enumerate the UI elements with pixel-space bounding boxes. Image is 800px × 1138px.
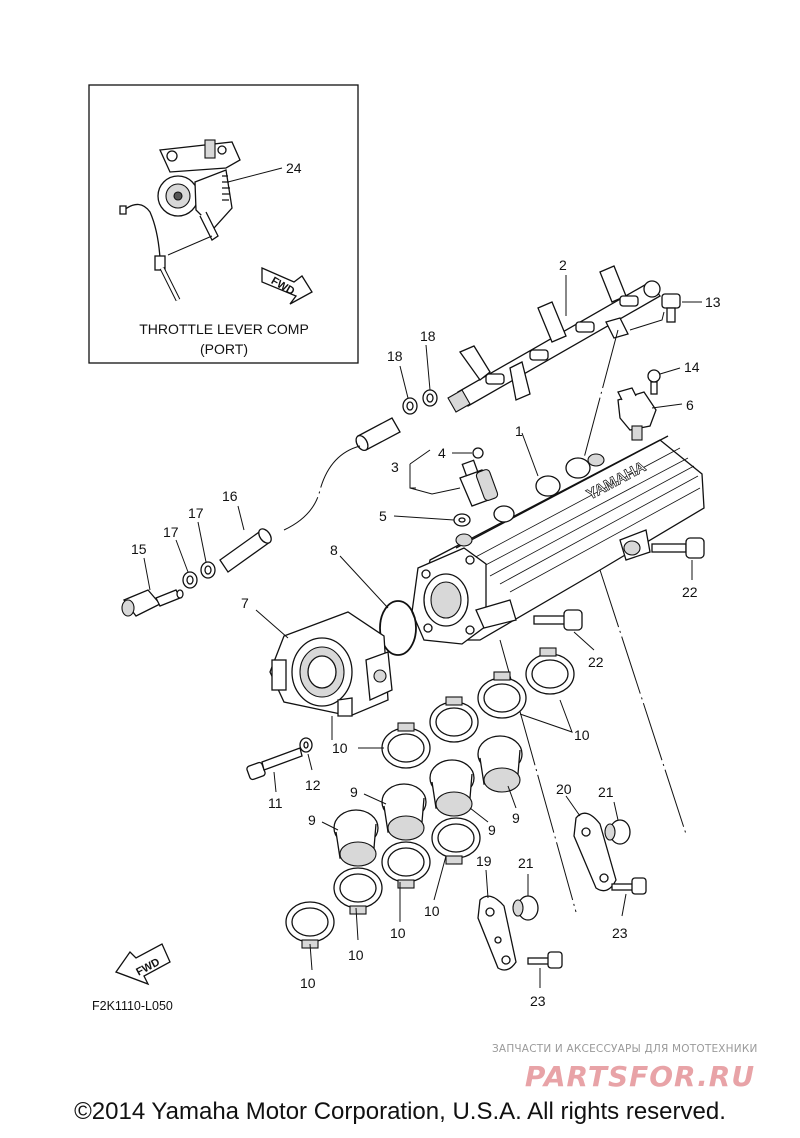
clamps-18 <box>402 389 438 415</box>
throttle-lever-drawing <box>119 139 241 302</box>
hose-upper <box>355 417 401 452</box>
callout-8: 8 <box>330 542 338 558</box>
callout-23b: 23 <box>530 993 546 1009</box>
bracket-19 <box>477 895 517 971</box>
callout-9a: 9 <box>512 810 520 826</box>
callout-10b: 10 <box>332 740 348 756</box>
hose-16 <box>219 528 272 573</box>
callout-4: 4 <box>438 445 446 461</box>
throttle-body-drawing <box>269 611 393 717</box>
callout-19: 19 <box>476 853 492 869</box>
bolt-23-lower <box>527 951 563 969</box>
copyright-footer: ©2014 Yamaha Motor Corporation, U.S.A. A… <box>74 1098 726 1125</box>
callout-21b: 21 <box>518 855 534 871</box>
bolt-13 <box>661 293 681 323</box>
callout-17a: 17 <box>163 524 179 540</box>
svg-text:PARTSFOR.RU: PARTSFOR.RU <box>525 1060 755 1093</box>
fuel-rail-drawing <box>447 265 661 413</box>
fwd-label-inset: FWD <box>269 275 297 298</box>
callout-2: 2 <box>559 257 567 273</box>
fwd-arrow: FWD <box>114 943 171 986</box>
inset-title: THROTTLE LEVER COMP <box>139 321 309 337</box>
clamp-rings-10 <box>285 647 575 949</box>
bolt-11 <box>246 747 303 781</box>
callout-13: 13 <box>705 294 721 310</box>
joints-9 <box>333 735 523 867</box>
callout-5: 5 <box>379 508 387 524</box>
diagram-code: F2K1110-L050 <box>92 999 173 1013</box>
callout-21a: 21 <box>598 784 614 800</box>
bracket-20 <box>573 812 617 892</box>
watermark-brand-right: .RU <box>697 1060 755 1093</box>
callout-22b: 22 <box>588 654 604 670</box>
callout-9c: 9 <box>350 784 358 800</box>
bolt-22-lower <box>533 609 583 631</box>
callout-15: 15 <box>131 541 147 557</box>
callout-24: 24 <box>286 160 302 176</box>
callout-18b: 18 <box>420 328 436 344</box>
callout-10a: 10 <box>574 727 590 743</box>
callout-9d: 9 <box>308 812 316 828</box>
grommet-21-upper <box>604 819 631 845</box>
o-ring-4 <box>472 447 484 459</box>
bolt-23-upper <box>611 877 647 895</box>
callout-23a: 23 <box>612 925 628 941</box>
washer-12 <box>299 737 313 753</box>
callout-10c: 10 <box>424 903 440 919</box>
callout-10d: 10 <box>390 925 406 941</box>
watermark-brand-left: PARTS <box>525 1060 629 1093</box>
inset-subtitle: (PORT) <box>200 341 248 357</box>
callout-20: 20 <box>556 781 572 797</box>
fitting-15 <box>121 589 184 617</box>
bolt-22-upper <box>651 537 705 559</box>
callout-11: 11 <box>268 795 283 811</box>
callout-12: 12 <box>305 777 321 793</box>
watermark-caption: ЗАПЧАСТИ И АКСЕССУАРЫ ДЛЯ МОТОТЕХНИКИ <box>492 1043 758 1055</box>
callout-22a: 22 <box>682 584 698 600</box>
callout-18a: 18 <box>387 348 403 364</box>
callout-3: 3 <box>391 459 399 475</box>
callout-14: 14 <box>684 359 700 375</box>
watermark-brand-mid: FOR <box>629 1060 697 1093</box>
callout-17b: 17 <box>188 505 204 521</box>
callout-16: 16 <box>222 488 238 504</box>
injector-3 <box>459 459 499 507</box>
callout-9b: 9 <box>488 822 496 838</box>
fwd-arrow-inset: FWD <box>261 267 313 305</box>
throttle-lever-inset: 24 FWD THROTTLE LEVER COMP (PORT) <box>88 84 359 364</box>
callout-10e: 10 <box>348 947 364 963</box>
inset-frame <box>88 84 359 364</box>
callout-7: 7 <box>241 595 249 611</box>
watermark-logo: PARTSFOR.RU <box>525 1060 755 1093</box>
screw-14 <box>647 369 661 395</box>
callout-10f: 10 <box>300 975 316 991</box>
sensor-6 <box>617 387 657 441</box>
clamps-17 <box>182 561 216 589</box>
grommet-21-lower <box>512 895 539 921</box>
callout-1: 1 <box>515 423 523 439</box>
callout-6: 6 <box>686 397 694 413</box>
seal-5 <box>453 513 471 527</box>
intake-manifold-drawing: YAMAHA <box>411 435 705 645</box>
gasket-8 <box>379 600 417 656</box>
